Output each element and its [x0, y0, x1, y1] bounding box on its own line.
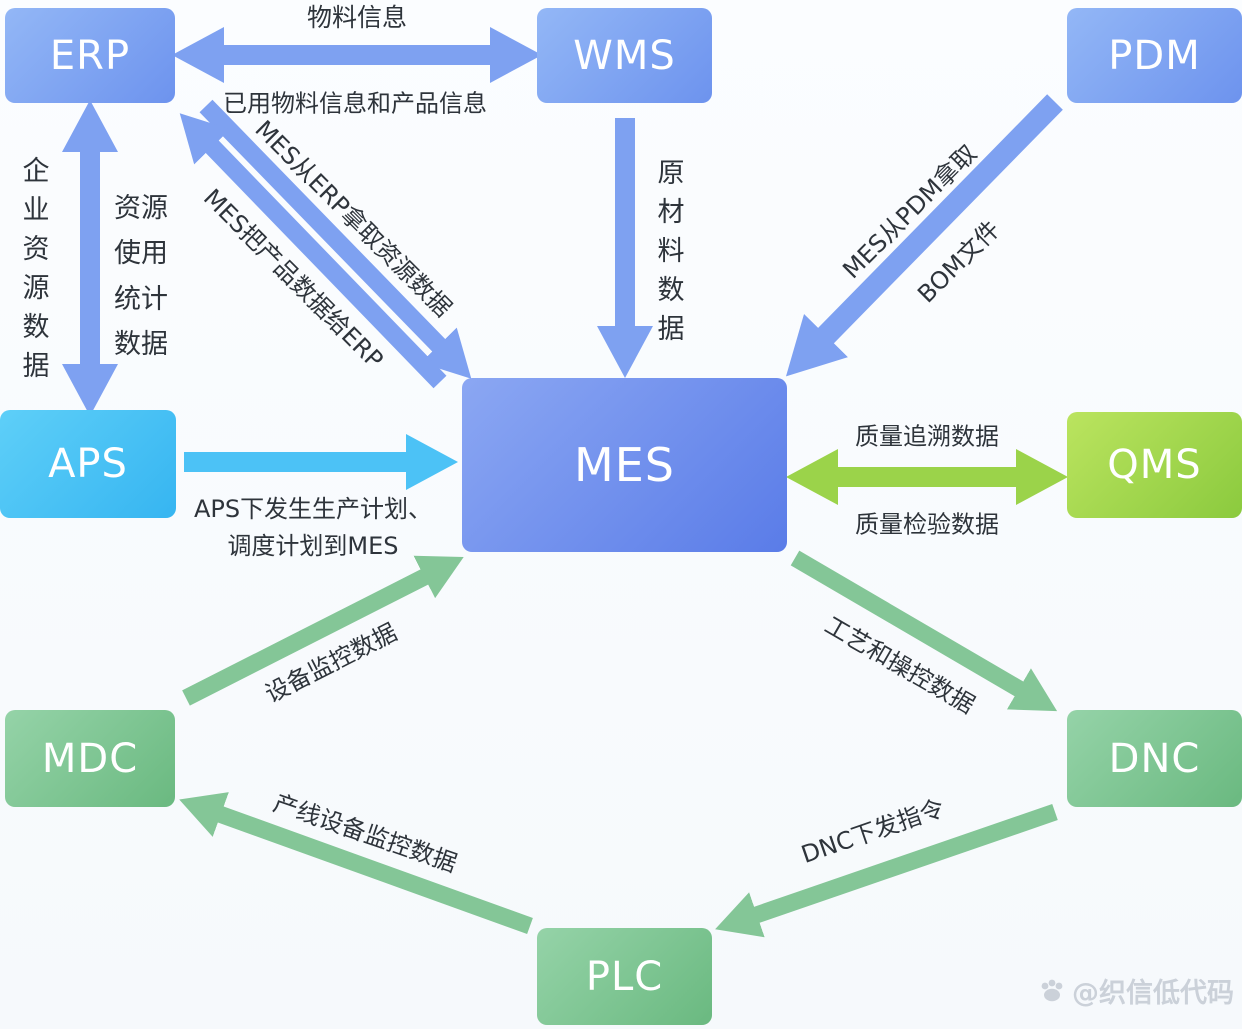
paw-icon: [1041, 979, 1063, 1001]
node-plc: PLC: [537, 928, 712, 1025]
watermark: @织信低代码: [1038, 971, 1234, 1010]
node-wms: WMS: [537, 8, 712, 103]
watermark-text: @织信低代码: [1072, 978, 1234, 1009]
node-mes: MES: [462, 378, 787, 552]
node-qms: QMS: [1067, 412, 1242, 518]
arrow-dnc-to-plc: [715, 803, 1058, 938]
node-aps: APS: [0, 410, 176, 518]
node-mdc: MDC: [5, 710, 175, 807]
node-pdm: PDM: [1067, 8, 1242, 103]
arrow-mes-to-erp: [179, 113, 447, 389]
label-material-info: 物料信息: [306, 3, 408, 32]
label-quality-trace-data: 质量追溯数据: [855, 422, 999, 451]
arrow-plc-to-mdc: [179, 792, 533, 934]
node-dnc: DNC: [1067, 710, 1242, 807]
label-aps-dispatch: APS下发生生产计划、 调度计划到MES: [193, 494, 433, 560]
label-raw-material-data: 原材料数据: [652, 158, 684, 353]
arrow-mes-to-dnc: [790, 550, 1058, 712]
label-enterprise-resource-data: 企业资源数据: [17, 156, 49, 390]
label-resource-usage-stats: 资源 使用 统计 数据: [114, 193, 168, 361]
arrow-pdm-to-mes: [785, 94, 1063, 377]
arrow-erp-to-mes: [199, 99, 472, 379]
label-quality-inspection-data: 质量检验数据: [855, 510, 999, 539]
arrow-mdc-to-mes: [182, 555, 464, 706]
label-used-material-info: 已用物料信息和产品信息: [223, 89, 487, 118]
node-erp: ERP: [5, 8, 175, 103]
